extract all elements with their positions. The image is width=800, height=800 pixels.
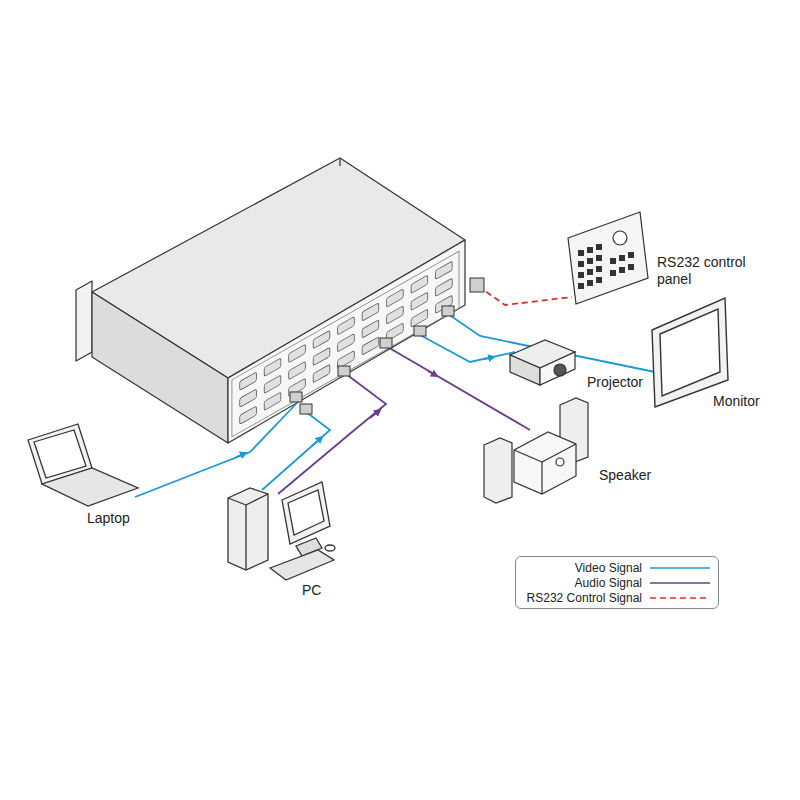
- device-label-box: Speaker: [598, 467, 652, 484]
- legend-swatch: [650, 578, 710, 588]
- monitor: [652, 298, 728, 407]
- legend-entry: Video Signal: [524, 560, 710, 575]
- legend-swatch: [650, 593, 710, 603]
- device-label: PC: [301, 582, 322, 599]
- device-label: RS232 control panel: [656, 254, 756, 288]
- legend-swatch: [650, 563, 710, 573]
- legend-box: Video SignalAudio SignalRS232 Control Si…: [515, 556, 719, 609]
- device-label-box: Projector: [586, 374, 644, 391]
- device-label-box: RS232 control panel: [656, 254, 756, 288]
- device-label-box: PC: [301, 582, 322, 599]
- device-label-box: Laptop: [86, 510, 131, 527]
- control-panel: [568, 212, 648, 304]
- legend-text: Video Signal: [524, 561, 642, 575]
- laptop: [28, 424, 138, 506]
- device-label: Monitor: [712, 393, 761, 410]
- legend-text: RS232 Control Signal: [524, 591, 642, 605]
- cable-plugs: [290, 278, 484, 414]
- device-label: Speaker: [598, 467, 652, 484]
- device-label-box: Monitor: [712, 393, 761, 410]
- speaker-system: [484, 398, 588, 503]
- matrix-switcher: [76, 158, 465, 443]
- pc: [228, 482, 335, 580]
- legend-entry: RS232 Control Signal: [524, 590, 710, 605]
- legend-entry: Audio Signal: [524, 575, 710, 590]
- signal-wires: [135, 286, 655, 497]
- projector: [510, 340, 575, 385]
- device-label: Laptop: [86, 510, 131, 527]
- legend-text: Audio Signal: [524, 576, 642, 590]
- device-label: Projector: [586, 374, 644, 391]
